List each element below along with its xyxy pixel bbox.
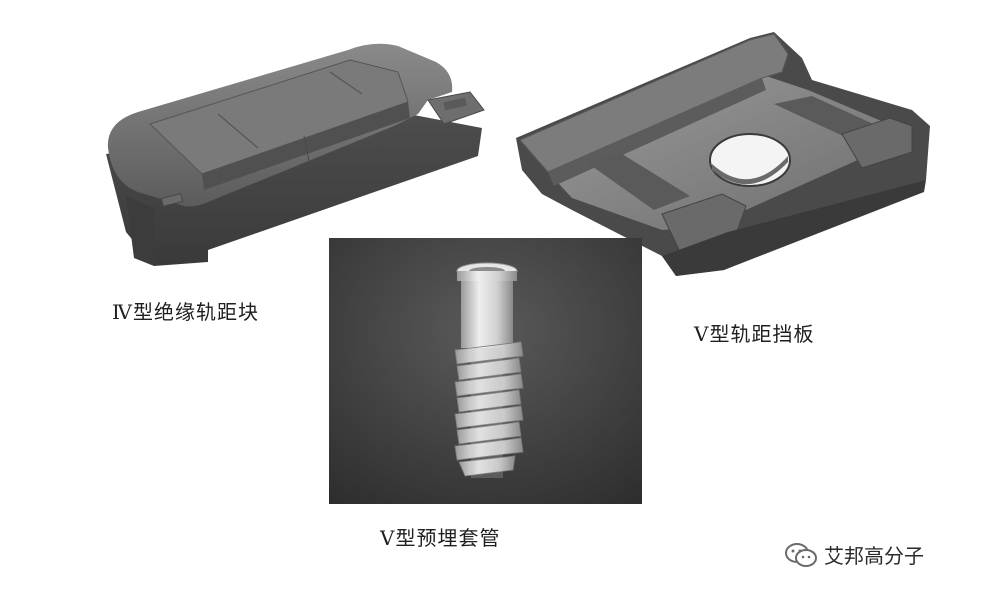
gauge-baffle-plate-caption: Ⅴ型轨距挡板	[694, 322, 815, 346]
watermark-text: 艾邦高分子	[824, 544, 924, 568]
wechat-icon	[785, 542, 817, 567]
insulating-gauge-block-image	[106, 43, 485, 266]
embedded-sleeve-caption: Ⅴ型预埋套管	[380, 526, 501, 550]
gauge-baffle-plate-image	[516, 32, 930, 276]
watermark: 艾邦高分子	[784, 540, 924, 569]
embedded-sleeve-image	[329, 238, 642, 504]
insulating-gauge-block-caption: Ⅳ型绝缘轨距块	[112, 300, 259, 324]
